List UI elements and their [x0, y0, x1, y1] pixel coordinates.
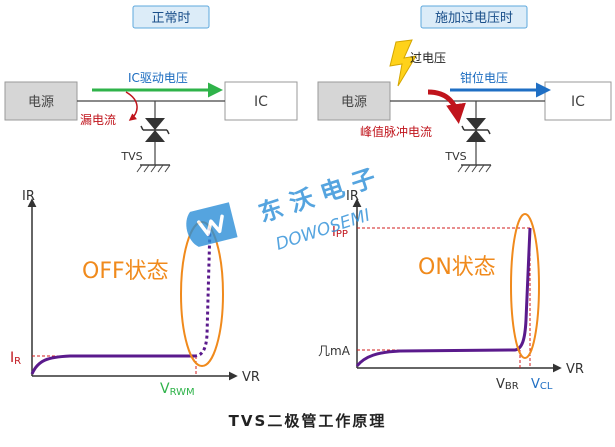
left-ir-sub: R: [14, 356, 21, 367]
left-leak-arrow: [125, 91, 138, 121]
right-clamp-label: 钳位电压: [460, 70, 508, 85]
diagram-caption: TVS二极管工作原理: [228, 412, 387, 430]
right-vbr-sub: BR: [505, 381, 519, 392]
right-state-label: ON状态: [418, 255, 496, 280]
normal-header-box: [132, 5, 210, 29]
left-vrwm-sub: RWM: [170, 387, 195, 398]
left-drive-label: IC驱动电压: [128, 71, 188, 85]
lightning-bolt-icon: [389, 39, 417, 87]
left-vrwm-main: V: [160, 381, 170, 397]
left-leak-label: 漏电流: [80, 113, 116, 127]
right-ipp-label: IPP: [332, 225, 348, 240]
right-tvs-label: TVS: [444, 150, 466, 163]
right-graph: IR VR ON状态 IPP 几mA VBR VCL: [318, 189, 584, 392]
watermark-logo-icon: [186, 202, 238, 247]
left-graph: IR VR OFF状态 IR VRWM: [10, 189, 260, 398]
left-source-label: 电源: [28, 95, 54, 110]
right-overvoltage-label: 过电压: [410, 51, 446, 65]
right-peak-arrow: [427, 89, 466, 124]
right-source-label: 电源: [341, 95, 367, 110]
right-vcl-main: V: [531, 377, 540, 392]
right-on-ellipse: [510, 213, 540, 359]
watermark: 东 沃 电 子 DOWOSEMI: [186, 163, 379, 255]
right-source-box: [317, 81, 391, 121]
right-ipp-main: I: [332, 225, 336, 240]
left-ic-label: IC: [254, 94, 268, 110]
left-state-label: OFF状态: [82, 259, 169, 284]
right-y-axis-label: IR: [346, 189, 359, 204]
right-ipp-sub: PP: [336, 229, 348, 240]
right-vbr-label: VBR: [496, 377, 519, 392]
right-circuit: 施加过电压时 电源 IC 过电压 钳位电压 峰值脉冲电流 TVS: [317, 5, 612, 173]
left-source-box: [4, 81, 78, 121]
right-ic-box: [544, 81, 612, 121]
right-ma-label: 几mA: [318, 344, 351, 358]
right-vcl-label: VCL: [531, 377, 553, 392]
left-iv-curve-dotted: [193, 225, 212, 358]
right-peak-label: 峰值脉冲电流: [360, 124, 432, 139]
left-ir-label: IR: [10, 350, 21, 367]
right-iv-curve: [355, 227, 532, 367]
left-tvs-symbol: [136, 118, 171, 173]
normal-header: 正常时: [151, 11, 190, 26]
left-x-axis-label: VR: [242, 370, 260, 385]
right-vcl-sub: CL: [540, 381, 553, 392]
left-vrwm-label: VRWM: [160, 381, 195, 398]
left-y-axis-label: IR: [22, 189, 35, 204]
left-circuit: 正常时 电源 IC IC驱动电压 漏电流 TVS: [4, 5, 298, 173]
overvoltage-header-box: [420, 5, 528, 29]
right-tvs-symbol: [457, 118, 492, 173]
left-iv-curve-solid: [30, 354, 194, 375]
right-ic-label: IC: [571, 94, 585, 110]
left-ir-main: I: [10, 350, 14, 366]
right-x-axis-label: VR: [566, 362, 584, 377]
left-tvs-label: TVS: [120, 150, 142, 163]
overvoltage-header: 施加过电压时: [435, 11, 513, 26]
left-ic-box: [224, 81, 298, 121]
right-vbr-main: V: [496, 377, 505, 392]
